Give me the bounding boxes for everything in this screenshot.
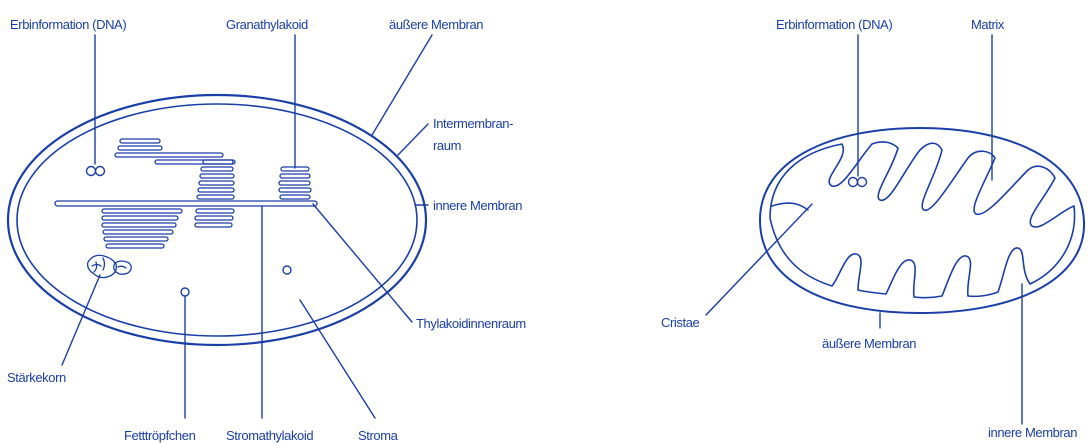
mito-crista-left xyxy=(772,203,808,210)
label-starch: Stärkekorn xyxy=(7,370,66,385)
label-cristae: Cristae xyxy=(661,315,700,330)
mito-inner-membrane-cristae xyxy=(770,142,1075,298)
mito-leader-lines xyxy=(706,35,1022,424)
label-mito-inner-membrane: innere Membran xyxy=(988,425,1077,440)
starch-granule-icon xyxy=(88,255,132,277)
label-mito-dna: Erbinformation (DNA) xyxy=(776,17,892,32)
label-chloro-inner-membrane: innere Membran xyxy=(433,198,522,213)
label-chloro-outer-membrane: äußere Membran xyxy=(389,17,483,32)
label-stroma: Stroma xyxy=(358,428,399,443)
granum-left xyxy=(102,209,182,248)
label-thylakoid-lumen: Thylakoidinnenraum xyxy=(416,316,526,331)
stromathylakoid-lamella xyxy=(55,201,317,206)
chloroplast-dna-icon xyxy=(87,167,105,176)
label-matrix: Matrix xyxy=(971,17,1005,32)
mito-dna-icon xyxy=(849,178,867,187)
mitochondrion: Erbinformation (DNA) Matrix Cristae äuße… xyxy=(661,17,1084,440)
label-intermembrane-1: Intermembran- xyxy=(433,116,513,131)
label-intermembrane-2: raum xyxy=(433,138,461,153)
granum-right xyxy=(279,167,311,199)
label-lipid: Fetttröpfchen xyxy=(124,428,196,443)
chloroplast: Erbinformation (DNA) Granathylakoid äuße… xyxy=(7,17,526,443)
label-stromathylakoid: Stromathylakoid xyxy=(226,428,313,443)
granum-central xyxy=(195,160,234,227)
label-granathylakoid: Granathylakoid xyxy=(226,17,308,32)
lipid-droplet-icon xyxy=(181,288,189,296)
label-chloro-dna: Erbinformation (DNA) xyxy=(10,17,126,32)
lipid-droplet-icon-2 xyxy=(283,266,291,274)
label-mito-outer-membrane: äußere Membran xyxy=(822,336,916,351)
